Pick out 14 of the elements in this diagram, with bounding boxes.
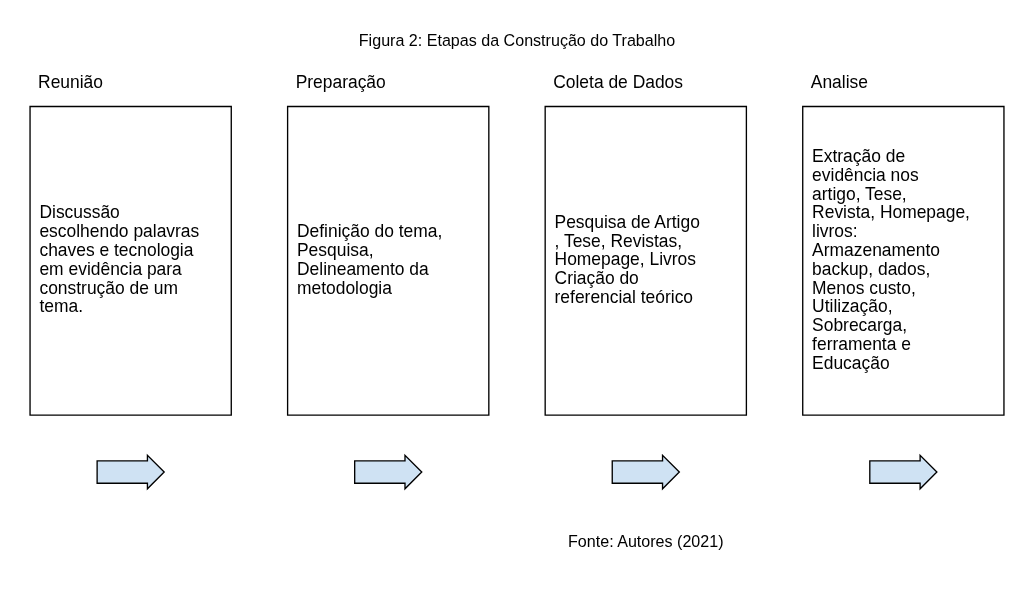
node-label: Coleta de Dados <box>553 71 683 92</box>
diagram-title: Figura 2: Etapas da Construção do Trabalho <box>358 30 676 49</box>
node-box: Definição do tema, Pesquisa, Delineamento da metodologia <box>286 105 490 416</box>
node-arrow <box>611 453 681 490</box>
node-box: Pesquisa de Artigo , Tese, Revistas, Homepage, Livros Criação do referencial teórico <box>544 105 748 416</box>
node-arrow <box>354 453 423 490</box>
node-arrow <box>869 453 938 490</box>
node-arrow <box>96 453 166 490</box>
node-box: Extração de evidência nos artigo, Tese, Revista, Homepage, livros: Armazenamento backup, dados, Menos custo, Utilização, Sobrecarga, ferramenta e Educação <box>802 105 1005 416</box>
caption: Fonte: Autores (2021) <box>568 531 724 550</box>
node-label: Preparação <box>295 71 386 92</box>
node-label: Analise <box>810 71 868 92</box>
node-box: Discussão escolhendo palavras chaves e tecnologia em evidência para construção de um tema. <box>29 105 232 416</box>
node-label: Reunião <box>38 71 103 92</box>
